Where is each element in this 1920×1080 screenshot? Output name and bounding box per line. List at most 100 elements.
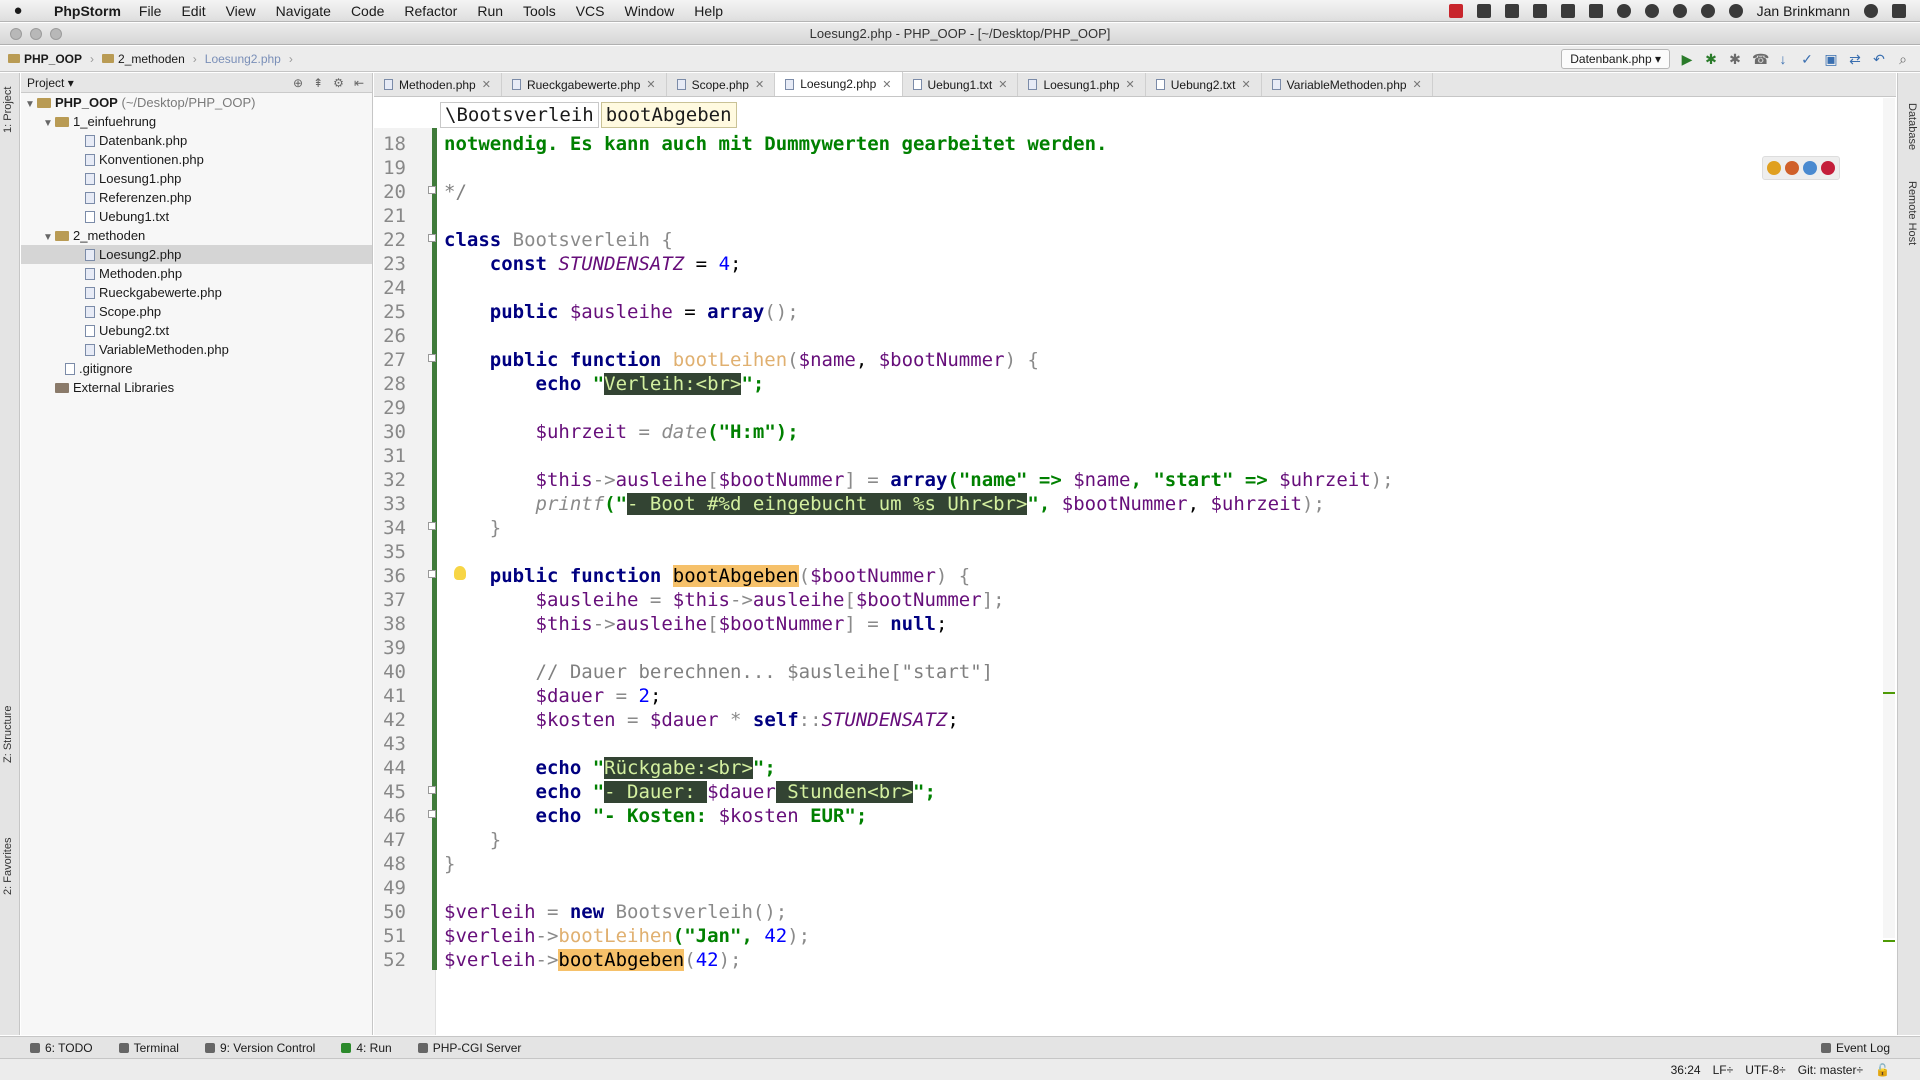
run-tool-button[interactable]: 4: Run [341, 1041, 392, 1055]
close-icon[interactable]: ✕ [1125, 79, 1135, 91]
change-mark[interactable] [1883, 692, 1895, 694]
tree-item-file[interactable]: Referenzen.php [21, 188, 372, 207]
wifi-icon[interactable] [1644, 3, 1659, 18]
menu-vcs[interactable]: VCS [575, 2, 605, 19]
tree-item-file[interactable]: Loesung1.php [21, 169, 372, 188]
firefox-icon[interactable] [1785, 161, 1799, 175]
tree-item-file[interactable]: Konventionen.php [21, 150, 372, 169]
cursor-position[interactable]: 36:24 [1670, 1062, 1701, 1077]
zoom-window-button[interactable] [50, 28, 62, 40]
breadcrumb-method[interactable]: bootAbgeben [600, 102, 737, 128]
close-icon[interactable]: ✕ [754, 79, 765, 91]
opera-icon[interactable] [1821, 161, 1835, 175]
fold-marker-icon[interactable] [428, 570, 436, 578]
event-log-button[interactable]: Event Log [1820, 1041, 1920, 1055]
version-control-tool-button[interactable]: 9: Version Control [204, 1041, 315, 1055]
tree-item-file[interactable]: .gitignore [21, 359, 372, 378]
bluetooth-icon[interactable] [1700, 3, 1715, 18]
crumb-file[interactable]: Loesung2.php› [204, 51, 293, 66]
php-cgi-server-tool-button[interactable]: PHP-CGI Server [417, 1041, 521, 1055]
expand-arrow-icon[interactable]: ▼ [25, 99, 35, 110]
tree-item-php-oop[interactable]: ▼PHP_OOP (~/Desktop/PHP_OOP) [21, 93, 372, 112]
chrome-icon[interactable] [1767, 161, 1781, 175]
menu-help[interactable]: Help [694, 2, 724, 19]
tree-item-2-methoden[interactable]: ▼2_methoden [21, 226, 372, 245]
fold-marker-icon[interactable] [428, 186, 436, 194]
settings-gear-icon[interactable]: ⚙ [333, 75, 344, 90]
menu-code[interactable]: Code [350, 2, 385, 19]
file-encoding[interactable]: UTF-8÷ [1745, 1062, 1786, 1077]
clipboard-icon[interactable] [1560, 3, 1575, 18]
structure-tool-button[interactable]: Z: Structure [2, 705, 14, 763]
run-configuration-select[interactable]: Datenbank.php ▾ [1561, 48, 1670, 69]
volume-icon[interactable] [1672, 3, 1687, 18]
tree-item-external-libraries[interactable]: External Libraries [21, 378, 372, 397]
menu-window[interactable]: Window [624, 2, 675, 19]
close-icon[interactable]: ✕ [646, 79, 656, 91]
crumb-folder[interactable]: 2_methoden› [102, 52, 197, 66]
git-branch[interactable]: Git: master÷ [1797, 1062, 1864, 1077]
close-icon[interactable]: ✕ [998, 79, 1008, 91]
vcs-update-icon[interactable]: ↓ [1779, 50, 1787, 67]
revert-icon[interactable]: ↶ [1873, 50, 1885, 67]
search-everywhere-icon[interactable]: ⌕ [1899, 50, 1907, 67]
lightbulb-icon[interactable] [454, 566, 466, 580]
menu-run[interactable]: Run [477, 2, 504, 19]
favorites-tool-button[interactable]: 2: Favorites [2, 837, 14, 895]
error-stripe[interactable] [1883, 98, 1895, 942]
expand-arrow-icon[interactable]: ▼ [43, 232, 53, 243]
line-separator[interactable]: LF÷ [1712, 1062, 1734, 1077]
close-icon[interactable]: ✕ [481, 79, 491, 91]
fold-marker-icon[interactable] [428, 234, 436, 242]
close-icon[interactable]: ✕ [882, 78, 892, 91]
tree-item-file[interactable]: Scope.php [21, 302, 372, 321]
tab-loesung1[interactable]: Loesung1.php✕ [1018, 73, 1146, 96]
user-name[interactable]: Jan Brinkmann [1756, 2, 1850, 19]
tree-item-file[interactable]: Methoden.php [21, 264, 372, 283]
expand-arrow-icon[interactable]: ▼ [43, 118, 53, 129]
menu-view[interactable]: View [225, 2, 256, 19]
close-icon[interactable]: ✕ [1412, 79, 1422, 91]
tab-uebung1[interactable]: Uebung1.txt✕ [903, 73, 1019, 96]
search-icon[interactable] [1864, 3, 1878, 18]
info-icon[interactable] [1616, 3, 1631, 18]
vcs-commit-icon[interactable]: ✓ [1801, 50, 1813, 67]
notification-icon[interactable] [1892, 3, 1906, 18]
menu-refactor[interactable]: Refactor [404, 2, 458, 19]
tree-item-file[interactable]: VariableMethoden.php [21, 340, 372, 359]
breadcrumb-class[interactable]: \Bootsverleih [440, 102, 599, 128]
dropbox-icon[interactable] [1476, 3, 1491, 18]
collapse-all-icon[interactable]: ⇞ [313, 75, 324, 90]
fold-marker-icon[interactable] [428, 522, 436, 530]
menu-edit[interactable]: Edit [181, 2, 206, 19]
listen-debug-icon[interactable]: ☎ [1752, 50, 1770, 67]
tree-item-file[interactable]: Datenbank.php [21, 131, 372, 150]
fold-marker-icon[interactable] [428, 786, 436, 794]
app-menu[interactable]: PhpStorm [54, 2, 121, 19]
menu-file[interactable]: File [138, 2, 162, 19]
plugin-icon[interactable] [1504, 3, 1519, 18]
tab-scope[interactable]: Scope.php✕ [667, 73, 776, 96]
tree-item-file[interactable]: Uebung1.txt [21, 207, 372, 226]
change-mark[interactable] [1883, 940, 1895, 942]
tab-rueckgabewerte[interactable]: Rueckgabewerte.php✕ [502, 73, 667, 96]
crumb-project[interactable]: PHP_OOP› [8, 52, 94, 66]
drive-icon[interactable] [1532, 3, 1547, 18]
evernote-icon[interactable] [1588, 3, 1603, 18]
tab-loesung2-active[interactable]: Loesung2.php✕ [775, 72, 903, 96]
code-editor[interactable]: \Bootsverleih bootAbgeben 18 19 20 21 22… [374, 98, 1882, 1035]
run-icon[interactable]: ▶ [1681, 50, 1693, 67]
database-tool-button[interactable]: Database [1906, 103, 1918, 151]
tree-item-file-selected[interactable]: Loesung2.php [21, 245, 372, 264]
scroll-from-source-icon[interactable]: ⊕ [293, 75, 304, 90]
project-tool-button[interactable]: 1: Project [2, 86, 14, 133]
close-window-button[interactable] [10, 28, 22, 40]
lock-icon[interactable]: 🔓 [1875, 1062, 1890, 1077]
vcs-compare-icon[interactable]: ▣ [1824, 50, 1838, 67]
safari-icon[interactable] [1803, 161, 1817, 175]
tree-item-file[interactable]: Rueckgabewerte.php [21, 283, 372, 302]
fold-marker-icon[interactable] [428, 354, 436, 362]
terminal-tool-button[interactable]: Terminal [118, 1041, 179, 1055]
todo-tool-button[interactable]: 6: TODO [30, 1041, 93, 1055]
record-icon[interactable] [1448, 3, 1463, 18]
